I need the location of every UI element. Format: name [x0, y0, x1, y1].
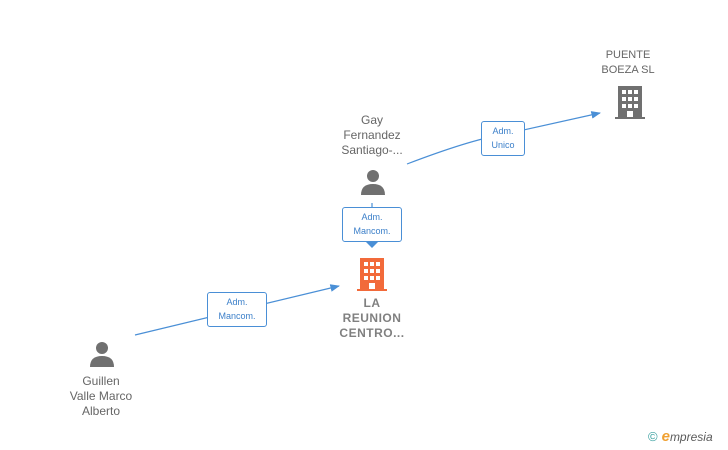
- main-line-1: LA: [363, 296, 381, 310]
- edge-label-adm-mancom-gay[interactable]: Adm. Mancom.: [342, 207, 402, 242]
- guillen-line-3: Alberto: [81, 404, 121, 418]
- node-label-guillen[interactable]: Guillen Valle Marco Alberto: [50, 374, 152, 419]
- empresia-logo: ©empresia: [648, 428, 713, 445]
- copyright-symbol: ©: [648, 429, 658, 444]
- building-icon[interactable]: [614, 84, 646, 120]
- edge-label-adm-unico[interactable]: Adm. Unico: [481, 121, 525, 156]
- person-icon[interactable]: [359, 168, 387, 196]
- brand-name: mpresia: [669, 430, 713, 444]
- node-label-gay-fernandez[interactable]: Gay Fernandez Santiago-...: [322, 113, 422, 158]
- edge-label-line-1: Adm.: [361, 212, 383, 222]
- guillen-line-2: Valle Marco: [69, 389, 133, 403]
- edge-label-line-2: Mancom.: [353, 226, 391, 236]
- node-label-puente-boeza[interactable]: PUENTE BOEZA SL: [580, 48, 676, 78]
- gay-line-3: Santiago-...: [341, 143, 403, 157]
- puente-line-1: PUENTE: [605, 49, 651, 61]
- gay-line-1: Gay: [360, 113, 383, 127]
- brand-initial: e: [661, 428, 670, 445]
- puente-line-2: BOEZA SL: [601, 64, 655, 76]
- main-line-2: REUNION: [342, 311, 402, 325]
- edge-label-adm-mancom-guillen[interactable]: Adm. Mancom.: [207, 292, 267, 327]
- edge-label-line-2: Mancom.: [218, 311, 256, 321]
- main-line-3: CENTRO...: [339, 326, 405, 340]
- person-icon[interactable]: [88, 340, 116, 368]
- guillen-line-1: Guillen: [82, 374, 120, 388]
- edge-label-line-1: Adm.: [492, 126, 514, 136]
- main-building-icon[interactable]: [356, 256, 388, 292]
- edge-label-line-2: Unico: [491, 140, 515, 150]
- edge-label-line-1: Adm.: [226, 297, 248, 307]
- gay-line-2: Fernandez: [343, 128, 401, 142]
- edge-pointer-down: [366, 242, 378, 248]
- node-label-main-company[interactable]: LA REUNION CENTRO...: [320, 296, 424, 341]
